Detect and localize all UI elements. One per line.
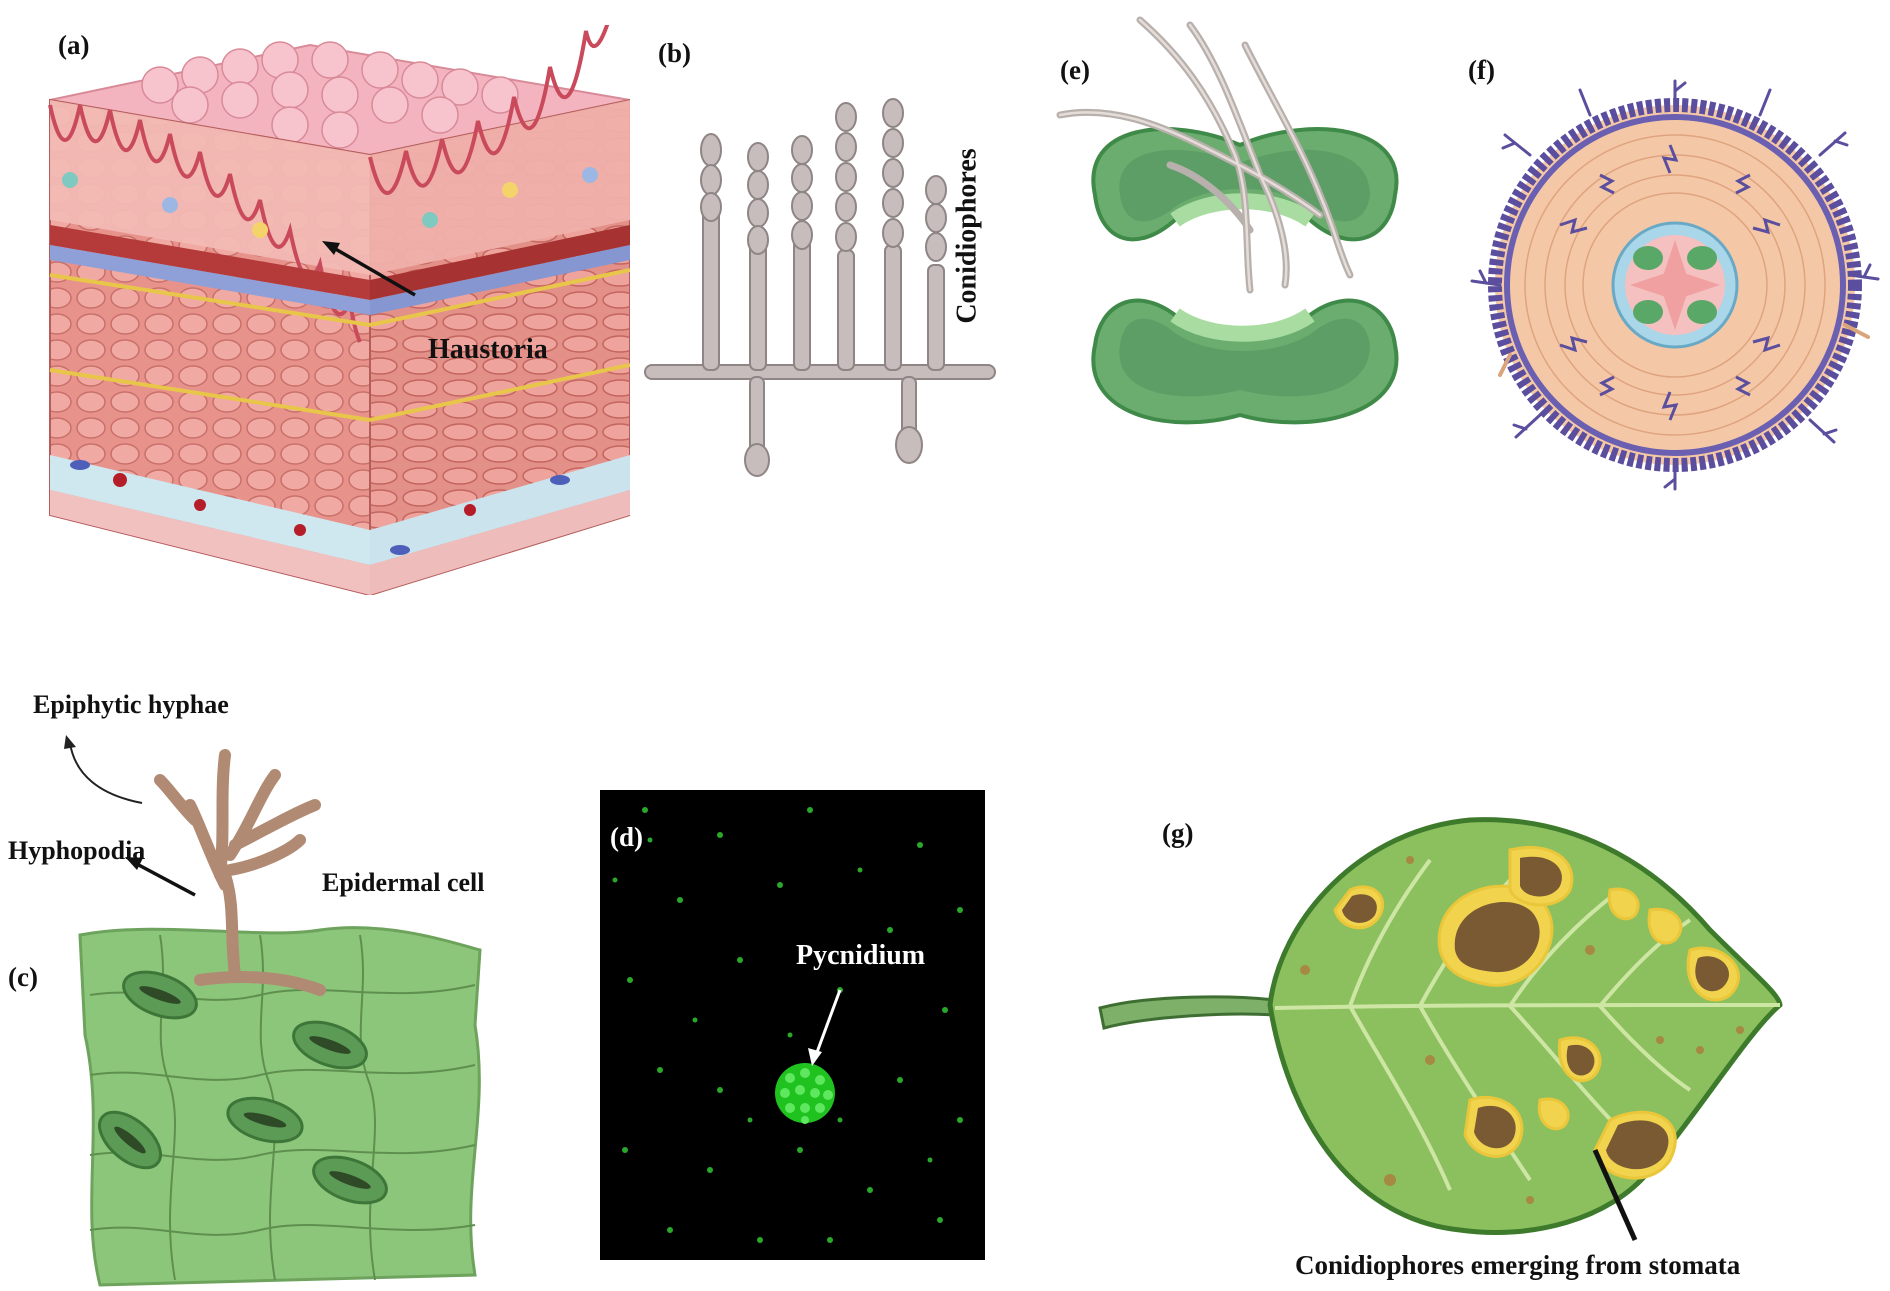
panel-e-label: (e) xyxy=(1060,55,1090,85)
hyphopodia-label: Hyphopodia xyxy=(8,836,146,865)
conidiophores-label: Conidiophores xyxy=(951,148,983,324)
tissue-block-illustration xyxy=(48,25,630,595)
panel-d xyxy=(600,790,985,1260)
stomata-group xyxy=(98,970,388,1205)
panel-b-label: (b) xyxy=(658,38,691,68)
panel-f-label: (f) xyxy=(1468,55,1495,85)
epiphytic-hyphae-label: Epiphytic hyphae xyxy=(33,690,229,719)
panel-b xyxy=(640,95,1000,490)
panel-f xyxy=(1470,75,1880,495)
panel-c xyxy=(60,735,530,1290)
panel-a xyxy=(40,25,630,595)
epidermal-cell-label: Epidermal cell xyxy=(322,868,485,897)
epidermis-hyphopodia-illustration xyxy=(64,735,482,1287)
panel-a-label: (a) xyxy=(58,30,90,60)
pycnidium-micrograph xyxy=(600,790,985,1260)
panel-g xyxy=(1090,800,1880,1270)
panel-d-label: (d) xyxy=(610,822,643,852)
panel-e xyxy=(1050,15,1430,475)
root-cross-section-illustration xyxy=(1470,79,1880,491)
conidiophores-stomata-label: Conidiophores emerging from stomata xyxy=(1295,1250,1741,1280)
panel-c-label: (c) xyxy=(8,962,38,992)
panel-g-label: (g) xyxy=(1162,818,1194,848)
conidiophores-illustration xyxy=(644,98,996,477)
haustoria-label: Haustoria xyxy=(428,334,548,365)
stoma-hyphae-illustration xyxy=(1056,16,1399,425)
pycnidium-label: Pycnidium xyxy=(796,940,926,971)
infected-leaf-illustration xyxy=(1098,817,1783,1242)
